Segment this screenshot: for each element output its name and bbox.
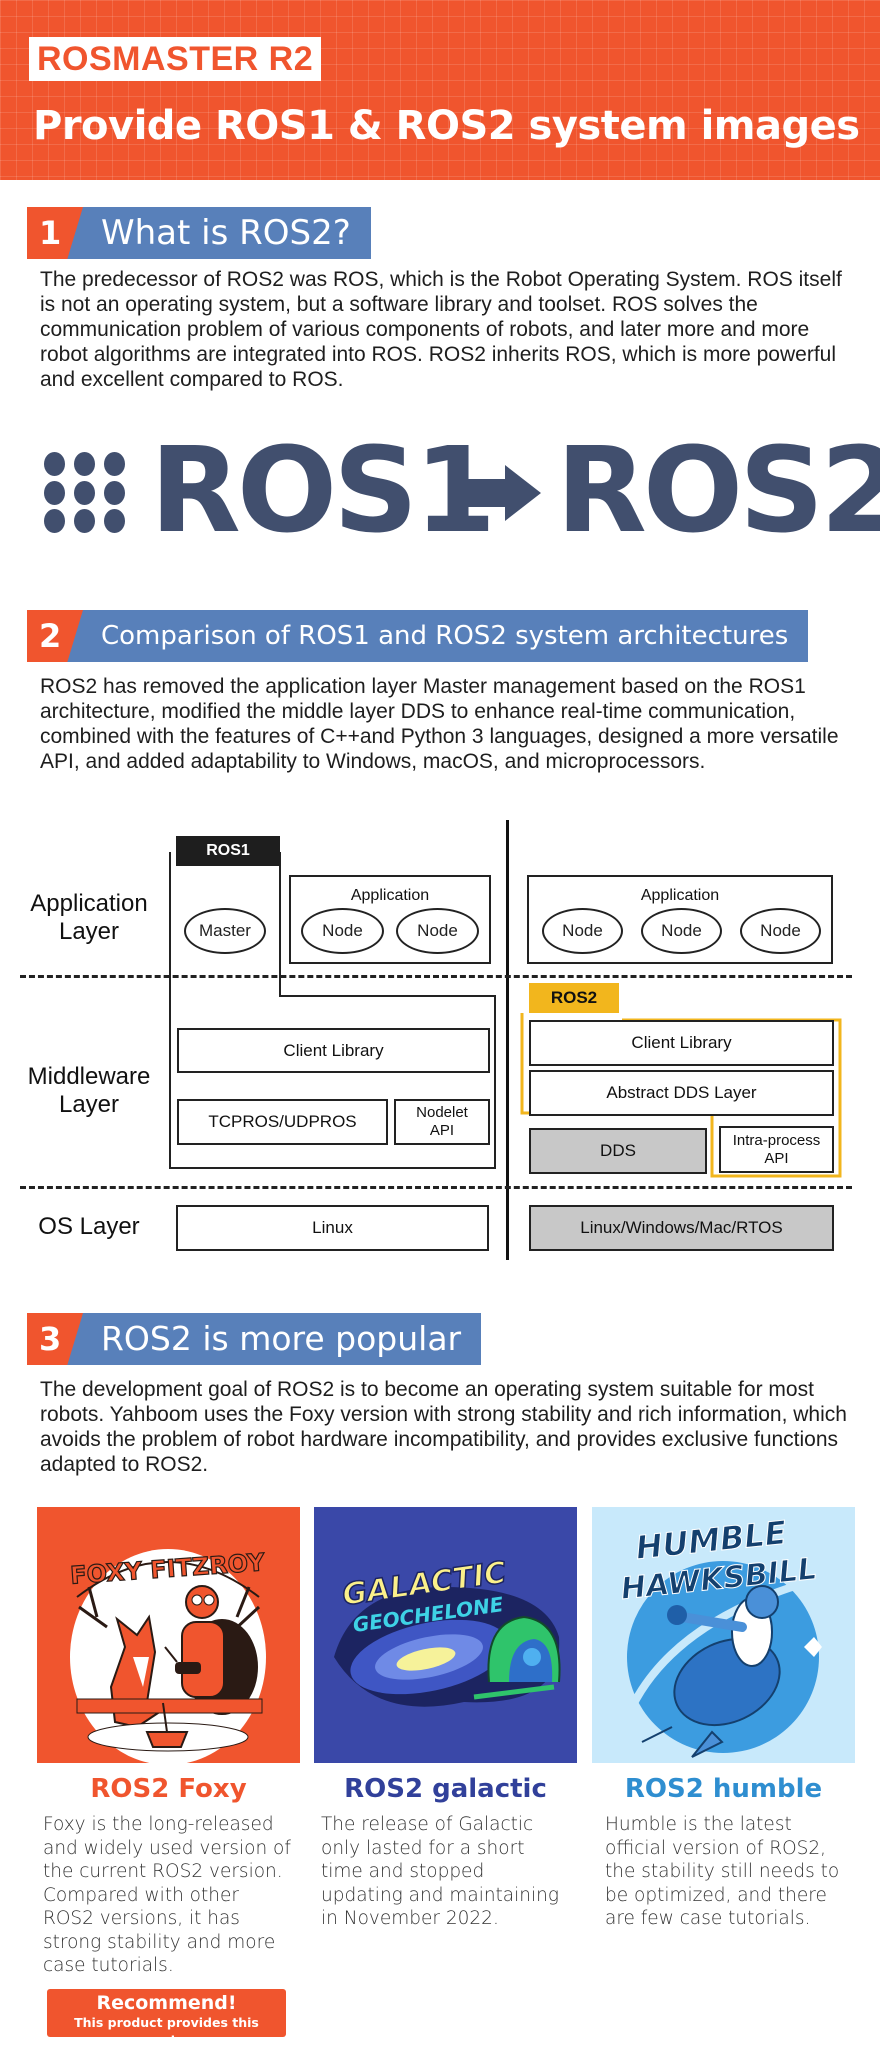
section-2-header: 2 Comparison of ROS1 and ROS2 system arc… bbox=[27, 610, 809, 662]
architecture-diagram: Application Layer Middleware Layer OS La… bbox=[0, 810, 880, 1260]
galaxy-turtle-illustration-icon: GALACTIC GEOCHELONE bbox=[334, 1555, 561, 1707]
master-node: Master bbox=[184, 908, 266, 954]
ros1-tag: ROS1 bbox=[176, 836, 280, 866]
intra-process-api: Intra-process API bbox=[719, 1126, 834, 1173]
ros1-outline bbox=[169, 852, 842, 1178]
section-1-header: 1 What is ROS2? bbox=[27, 207, 371, 259]
application-label: Application bbox=[350, 887, 430, 904]
foxy-artwork: FOXY FITZROY bbox=[37, 1507, 300, 1763]
humble-title: ROS2 humble bbox=[624, 1774, 823, 1804]
abstract-dds-layer: Abstract DDS Layer bbox=[529, 1070, 834, 1116]
foxy-title: ROS2 Foxy bbox=[90, 1774, 247, 1804]
hero-title: Provide ROS1 & ROS2 system images bbox=[33, 103, 860, 149]
fox-turtle-illustration-icon: FOXY FITZROY bbox=[69, 1548, 267, 1763]
section-2-body: ROS2 has removed the application layer M… bbox=[40, 675, 839, 773]
section-title: Comparison of ROS1 and ROS2 system archi… bbox=[101, 621, 789, 651]
section-title: ROS2 is more popular bbox=[101, 1319, 462, 1358]
application-label: Application bbox=[640, 887, 720, 904]
hawksbill-turtle-illustration-icon: HUMBLE HAWKSBILL bbox=[619, 1513, 822, 1758]
section-1-body: The predecessor of ROS2 was ROS, which i… bbox=[40, 268, 842, 391]
galactic-title: ROS2 galactic bbox=[344, 1774, 547, 1804]
section-number: 3 bbox=[27, 1313, 83, 1365]
ros1-node: Node bbox=[301, 908, 384, 954]
ros1-node: Node bbox=[396, 908, 479, 954]
dds-box: DDS bbox=[529, 1128, 707, 1174]
application-layer-label: Application Layer bbox=[30, 890, 148, 945]
nodelet-api: Nodelet API bbox=[394, 1099, 490, 1145]
ros1-client-library: Client Library bbox=[177, 1028, 490, 1073]
arrow-right-icon bbox=[459, 465, 541, 521]
section-title: What is ROS2? bbox=[101, 213, 351, 253]
recommend-title: Recommend! bbox=[96, 1992, 237, 2014]
recommend-subtitle: This product provides this version bbox=[74, 2015, 259, 2048]
ros2-node: Node bbox=[542, 908, 623, 954]
ros2-client-library: Client Library bbox=[529, 1020, 834, 1066]
dots-grid-icon bbox=[44, 452, 130, 534]
brand-badge: ROSMASTER R2 bbox=[29, 37, 322, 81]
humble-description: Humble is the latest official version of… bbox=[605, 1814, 840, 1929]
galactic-artwork: GALACTIC GEOCHELONE bbox=[314, 1507, 577, 1763]
ros1-label: ROS1 bbox=[150, 421, 496, 559]
recommend-badge: Recommend! This product provides this ve… bbox=[47, 1989, 286, 2048]
layer-divider bbox=[20, 1186, 852, 1189]
section-3-body: The development goal of ROS2 is to becom… bbox=[40, 1378, 847, 1476]
divider-line bbox=[506, 820, 509, 1260]
ros2-node: Node bbox=[641, 908, 722, 954]
ros2-os: Linux/Windows/Mac/RTOS bbox=[529, 1205, 834, 1251]
middleware-layer-label: Middleware Layer bbox=[27, 1063, 151, 1118]
galactic-description: The release of Galactic only lasted for … bbox=[321, 1814, 559, 1929]
ros2-label: ROS2 bbox=[556, 421, 880, 559]
humble-artwork: HUMBLE HAWKSBILL bbox=[592, 1507, 855, 1763]
os-layer-label: OS Layer bbox=[38, 1213, 140, 1240]
ros1-to-ros2-banner: ROS1 ROS2 bbox=[44, 421, 880, 559]
section-number: 2 bbox=[27, 610, 83, 662]
section-number: 1 bbox=[27, 207, 83, 259]
layer-divider bbox=[20, 975, 852, 978]
hero-banner: ROSMASTER R2 Provide ROS1 & ROS2 system … bbox=[0, 0, 880, 180]
ros1-transport: TCPROS/UDPROS bbox=[177, 1099, 388, 1145]
ros2-node: Node bbox=[740, 908, 821, 954]
ros1-os-linux: Linux bbox=[176, 1205, 489, 1251]
foxy-description: Foxy is the long-released and widely use… bbox=[43, 1814, 291, 1976]
section-3-header: 3 ROS2 is more popular bbox=[27, 1313, 482, 1365]
ros2-tag: ROS2 bbox=[529, 983, 619, 1013]
